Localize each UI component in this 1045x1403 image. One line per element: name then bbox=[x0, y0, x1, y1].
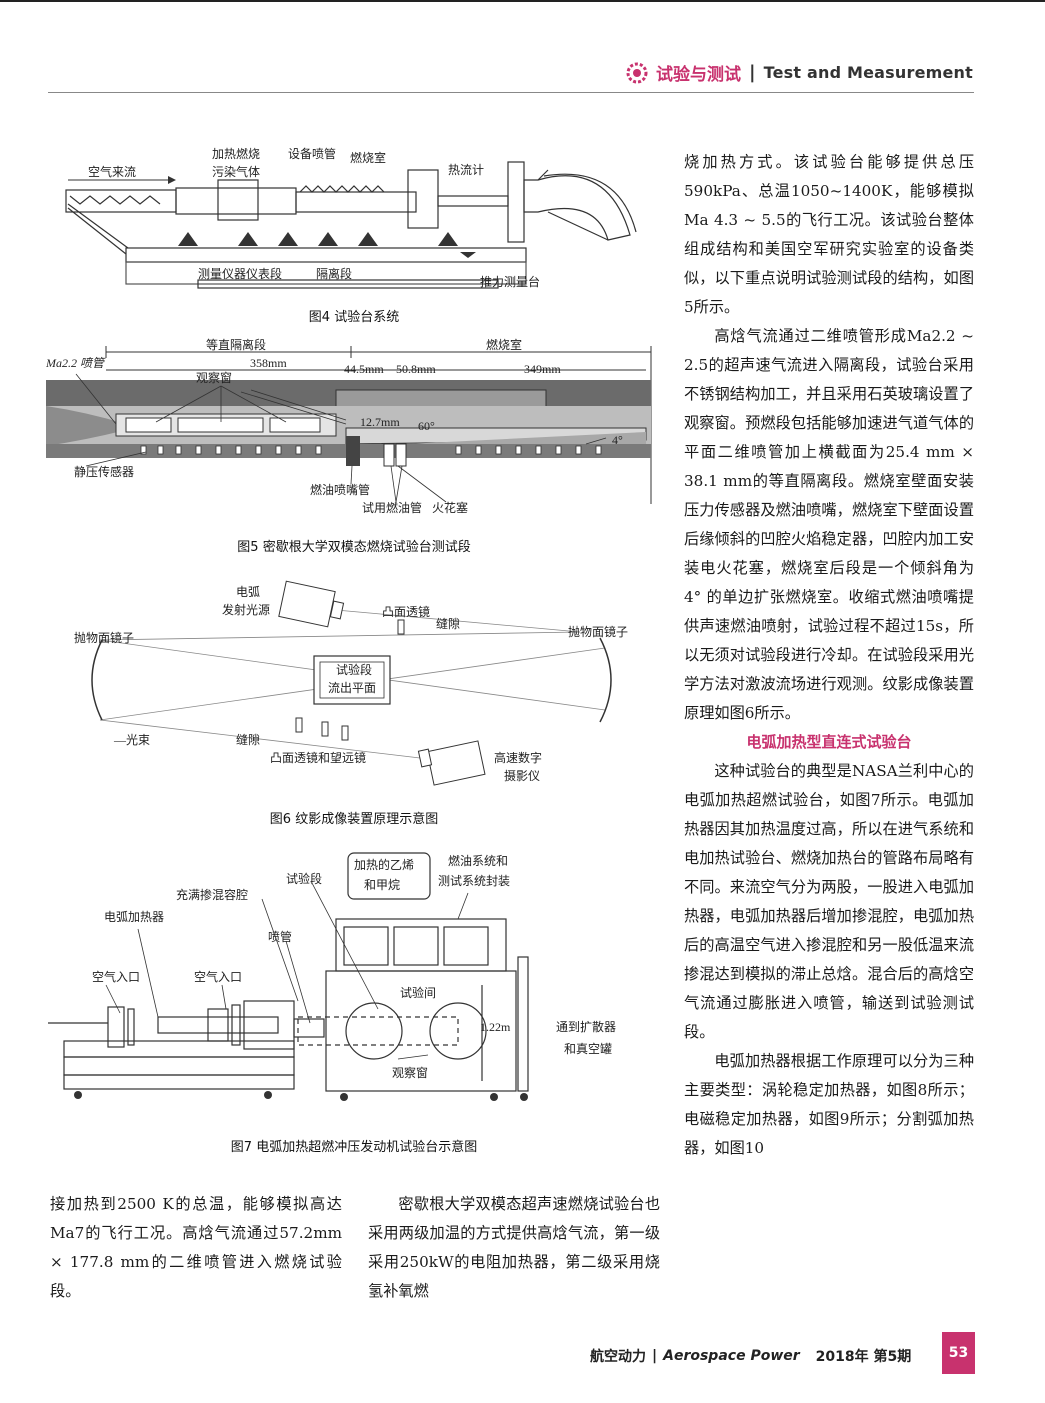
footer-journal-zh: 航空动力 bbox=[590, 1349, 646, 1365]
fig5-label-fuel-injector: 燃油喷嘴管 bbox=[310, 482, 370, 497]
fig6-label-lens-telescope: 凸面透镜和望远镜 bbox=[270, 750, 366, 765]
middle-column-text: 密歇根大学双模态超声速燃烧试验台也采用两级加温的方式提供高焓气流，第一级采用25… bbox=[368, 1195, 660, 1300]
top-border bbox=[0, 0, 1045, 2]
fig7-label-heated-fuel-2: 和甲烷 bbox=[364, 878, 400, 892]
fig4-label-thrust-stand: 推力测量台 bbox=[480, 274, 540, 289]
fig7-label-mixing-chamber: 充满掺混容腔 bbox=[176, 887, 248, 902]
fig6-label-parabolic-left: 抛物面镜子 bbox=[74, 630, 134, 645]
fig5-caption: 图5 密歇根大学双模态燃烧试验台测试段 bbox=[237, 540, 471, 555]
fig5-label-constant-isolator: 等直隔离段 bbox=[206, 337, 266, 352]
fig7-label-air-inlet-2: 空气入口 bbox=[194, 969, 242, 984]
fig5-label-ma-nozzle: Ma2.2 喷管 bbox=[46, 356, 106, 370]
fig5-label-spark-plug: 火花塞 bbox=[432, 500, 468, 515]
footer: 航空动力 | Aerospace Power 2018年 第5期 bbox=[590, 1346, 911, 1366]
fig6-label-arc-source: 发射光源 bbox=[222, 602, 270, 617]
fig7-label-nozzle: 喷管 bbox=[268, 929, 292, 944]
right-paragraph-1: 烧加热方式。该试验台能够提供总压590kPa、总温1050~1400K，能够模拟… bbox=[684, 153, 974, 316]
fig7-label-arc-heater: 电弧加热器 bbox=[104, 910, 164, 924]
fig6-label-slit: 缝隙 bbox=[436, 616, 460, 631]
figure-4-test-rig-system: 空气来流 加热燃烧 污染气体 设备喷管 燃烧室 热流计 测量仪器仪表段 隔离段 … bbox=[65, 146, 637, 289]
fig4-label-heat-flux: 热流计 bbox=[448, 163, 484, 177]
fig5-label-44mm: 44.5mm bbox=[344, 362, 384, 376]
header-separator: | bbox=[749, 62, 756, 83]
header-rule bbox=[48, 92, 974, 93]
fig7-label-window: 观察窗 bbox=[392, 1066, 428, 1080]
fig4-label-instrument: 测量仪器仪表段 bbox=[198, 266, 282, 281]
fig5-label-4deg: 4° bbox=[612, 433, 623, 447]
running-header: 试验与测试 | Test and Measurement bbox=[626, 60, 973, 85]
fig4-label-air-inflow: 空气来流 bbox=[88, 164, 136, 179]
fig6-label-parabolic-right: 抛物面镜子 bbox=[568, 624, 628, 639]
fig5-label-combustor: 燃烧室 bbox=[486, 337, 522, 352]
fig6-label-slit2: 缝隙 bbox=[236, 732, 260, 747]
fig7-label-heated-fuel-1: 加热的乙烯 bbox=[354, 857, 414, 872]
fig7-label-height: 1.22m bbox=[480, 1020, 511, 1034]
fig4-label-heated-combustion: 加热燃烧 bbox=[212, 146, 260, 161]
fig6-label-beam: —光束 bbox=[113, 733, 150, 747]
fig4-caption: 图4 试验台系统 bbox=[308, 310, 400, 325]
middle-column: 密歇根大学双模态超声速燃烧试验台也采用两级加温的方式提供高焓气流，第一级采用25… bbox=[368, 1190, 660, 1306]
figure-6-schlieren-principle: 电弧 发射光源 凸面透镜 缝隙 抛物面镜子 抛物面镜子 试验段 流出平面 —光束… bbox=[74, 580, 628, 786]
header-section-zh: 试验与测试 bbox=[656, 65, 742, 85]
fig7-caption: 图7 电弧加热超燃冲压发动机试验台示意图 bbox=[230, 1140, 478, 1155]
right-paragraph-3: 这种试验台的典型是NASA兰利中心的电弧加热超燃试验台，如图7所示。电弧加热器因… bbox=[684, 762, 974, 1041]
footer-bar: | bbox=[652, 1348, 658, 1364]
fig4-label-isolator: 隔离段 bbox=[316, 266, 352, 281]
fig5-label-349mm: 349mm bbox=[524, 362, 561, 376]
header-section-en: Test and Measurement bbox=[763, 63, 973, 82]
fig7-label-air-inlet-1: 空气入口 bbox=[92, 969, 140, 984]
footer-journal-en: Aerospace Power bbox=[663, 1348, 800, 1364]
fig7-label-to-diffuser-2: 和真空罐 bbox=[564, 1042, 612, 1056]
fig5-label-12mm: 12.7mm bbox=[360, 415, 400, 429]
fig7-label-fuel-sys-1: 燃油系统和 bbox=[448, 853, 508, 868]
right-paragraph-4: 电弧加热器根据工作原理可以分为三种主要类型：涡轮稳定加热器，如图8所示；电磁稳定… bbox=[684, 1052, 974, 1157]
fig6-label-exit-plane: 流出平面 bbox=[328, 681, 376, 695]
right-paragraph-2: 高焓气流通过二维喷管形成Ma2.2 ~ 2.5的超声速气流进入隔离段，试验台采用… bbox=[684, 327, 974, 722]
left-column: 接加热到2500 K的总温，能够模拟高达Ma7的飞行工况。高焓气流通过57.2m… bbox=[50, 1190, 342, 1306]
fig4-label-combustor: 燃烧室 bbox=[350, 150, 386, 165]
fig7-label-fuel-sys-2: 测试系统封装 bbox=[438, 873, 510, 888]
fig6-caption: 图6 纹影成像装置原理示意图 bbox=[269, 812, 439, 827]
fig7-label-test-section: 试验段 bbox=[286, 871, 322, 886]
fig5-label-window: 观察窗 bbox=[196, 371, 232, 385]
page-number: 53 bbox=[942, 1332, 975, 1374]
fig6-label-test-section: 试验段 bbox=[336, 662, 372, 677]
fig6-label-camera-1: 高速数字 bbox=[494, 750, 542, 765]
fig6-label-arc: 电弧 bbox=[236, 585, 260, 599]
fig4-label-nozzle: 设备喷管 bbox=[288, 146, 336, 161]
footer-issue: 2018年 第5期 bbox=[815, 1349, 912, 1365]
figure-5-michigan-test-section: 等直隔离段 燃烧室 Ma2.2 喷管 358mm 44.5mm 50.8mm 3… bbox=[46, 337, 652, 515]
fig6-label-convex-lens: 凸面透镜 bbox=[382, 604, 430, 619]
figure-7-arc-heated-scramjet-rig: 加热的乙烯 和甲烷 燃油系统和 测试系统封装 试验段 充满掺混容腔 电弧加热器 … bbox=[48, 852, 616, 1101]
fig6-label-camera-2: 摄影仪 bbox=[504, 768, 540, 783]
fig4-label-polluted-gas: 污染气体 bbox=[212, 164, 260, 179]
fig5-label-60deg: 60° bbox=[418, 419, 435, 433]
section-title: 电弧加热型直连式试验台 bbox=[746, 733, 912, 751]
fig5-label-50mm: 50.8mm bbox=[396, 362, 436, 376]
right-column: 烧加热方式。该试验台能够提供总压590kPa、总温1050~1400K，能够模拟… bbox=[684, 148, 974, 1163]
fig5-label-pressure-sensor: 静压传感器 bbox=[74, 464, 134, 479]
left-column-text: 接加热到2500 K的总温，能够模拟高达Ma7的飞行工况。高焓气流通过57.2m… bbox=[50, 1195, 342, 1300]
fig7-label-to-diffuser-1: 通到扩散器 bbox=[556, 1019, 616, 1034]
fig5-label-358mm: 358mm bbox=[250, 356, 287, 370]
gear-logo-icon bbox=[626, 62, 648, 83]
fig7-label-test-room: 试验间 bbox=[400, 985, 436, 1000]
fig5-label-test-fuel-pipe: 试用燃油管 bbox=[362, 500, 422, 515]
